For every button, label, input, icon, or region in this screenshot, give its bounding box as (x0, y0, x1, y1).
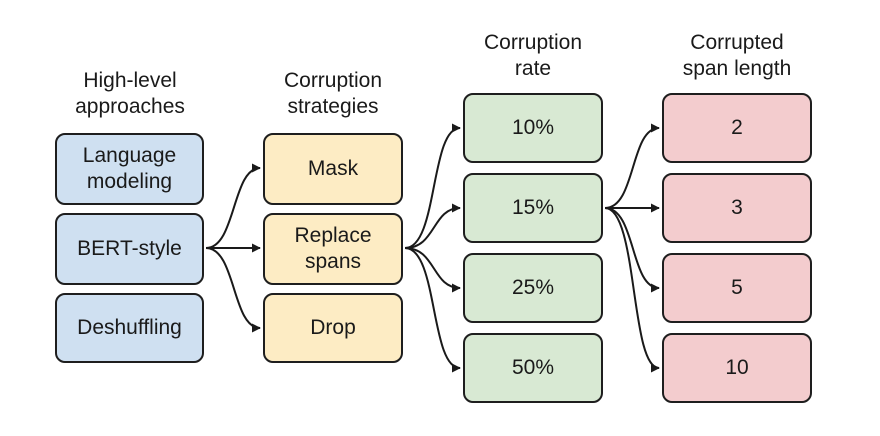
arrow-replace-to-50 (404, 247, 461, 373)
box-rate-10: 10% (463, 93, 603, 163)
box-rate-25: 25% (463, 253, 603, 323)
box-replace-spans: Replace spans (263, 213, 403, 285)
arrow-replace-to-10 (404, 123, 461, 249)
arrow-15-to-10 (604, 207, 660, 373)
box-rate-50: 50% (463, 333, 603, 403)
box-drop: Drop (263, 293, 403, 363)
arrow-bert-to-mask (205, 163, 261, 249)
box-span-3: 3 (662, 173, 812, 243)
arrow-replace-to-15 (404, 203, 461, 249)
arrow-bert-to-drop (205, 247, 261, 333)
box-rate-15: 15% (463, 173, 603, 243)
header-corrupted-span-length: Corrupted span length (682, 31, 792, 80)
header-high-level-approaches: High-level approaches (75, 69, 185, 118)
box-deshuffling: Deshuffling (55, 293, 204, 363)
box-span-5: 5 (662, 253, 812, 323)
box-language-modeling: Language modeling (55, 133, 204, 205)
arrow-15-to-5 (604, 207, 660, 293)
header-corruption-rate: Corruption rate (483, 31, 583, 80)
arrow-replace-to-25 (404, 247, 461, 293)
box-mask: Mask (263, 133, 403, 205)
header-corruption-strategies: Corruption strategies (283, 69, 383, 118)
box-span-2: 2 (662, 93, 812, 163)
box-bert-style: BERT-style (55, 213, 204, 285)
arrow-15-to-2 (604, 123, 660, 209)
box-span-10: 10 (662, 333, 812, 403)
